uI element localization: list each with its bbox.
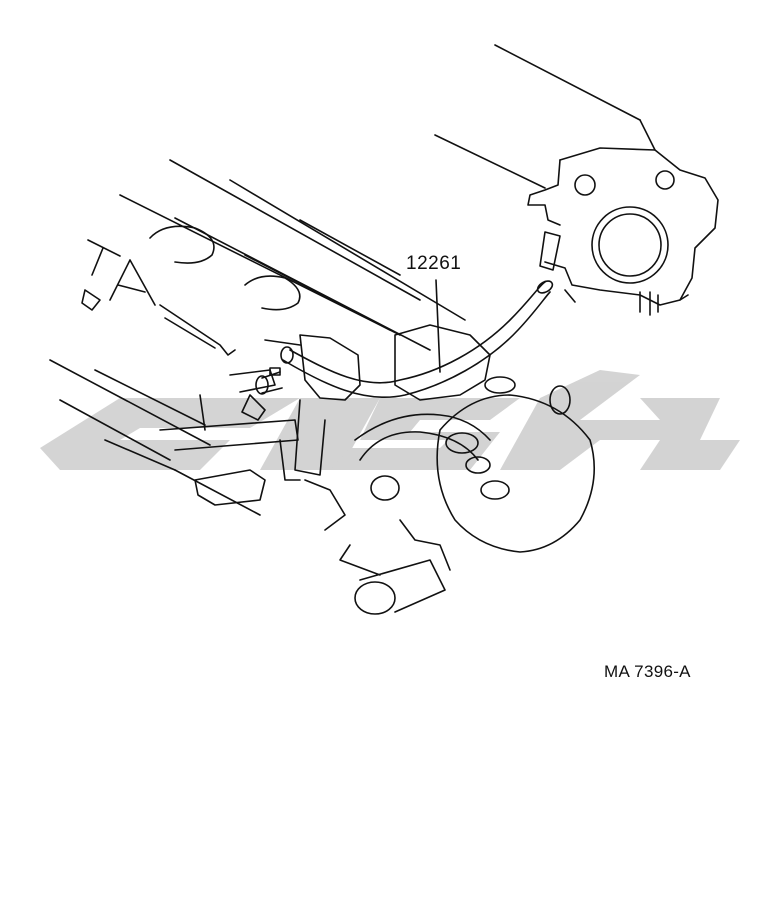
- watermark-logo: [40, 370, 740, 470]
- diagram-reference-code: MA 7396-A: [604, 662, 691, 681]
- engine-linework: [49, 44, 719, 615]
- callout-12261-label: 12261: [406, 253, 462, 274]
